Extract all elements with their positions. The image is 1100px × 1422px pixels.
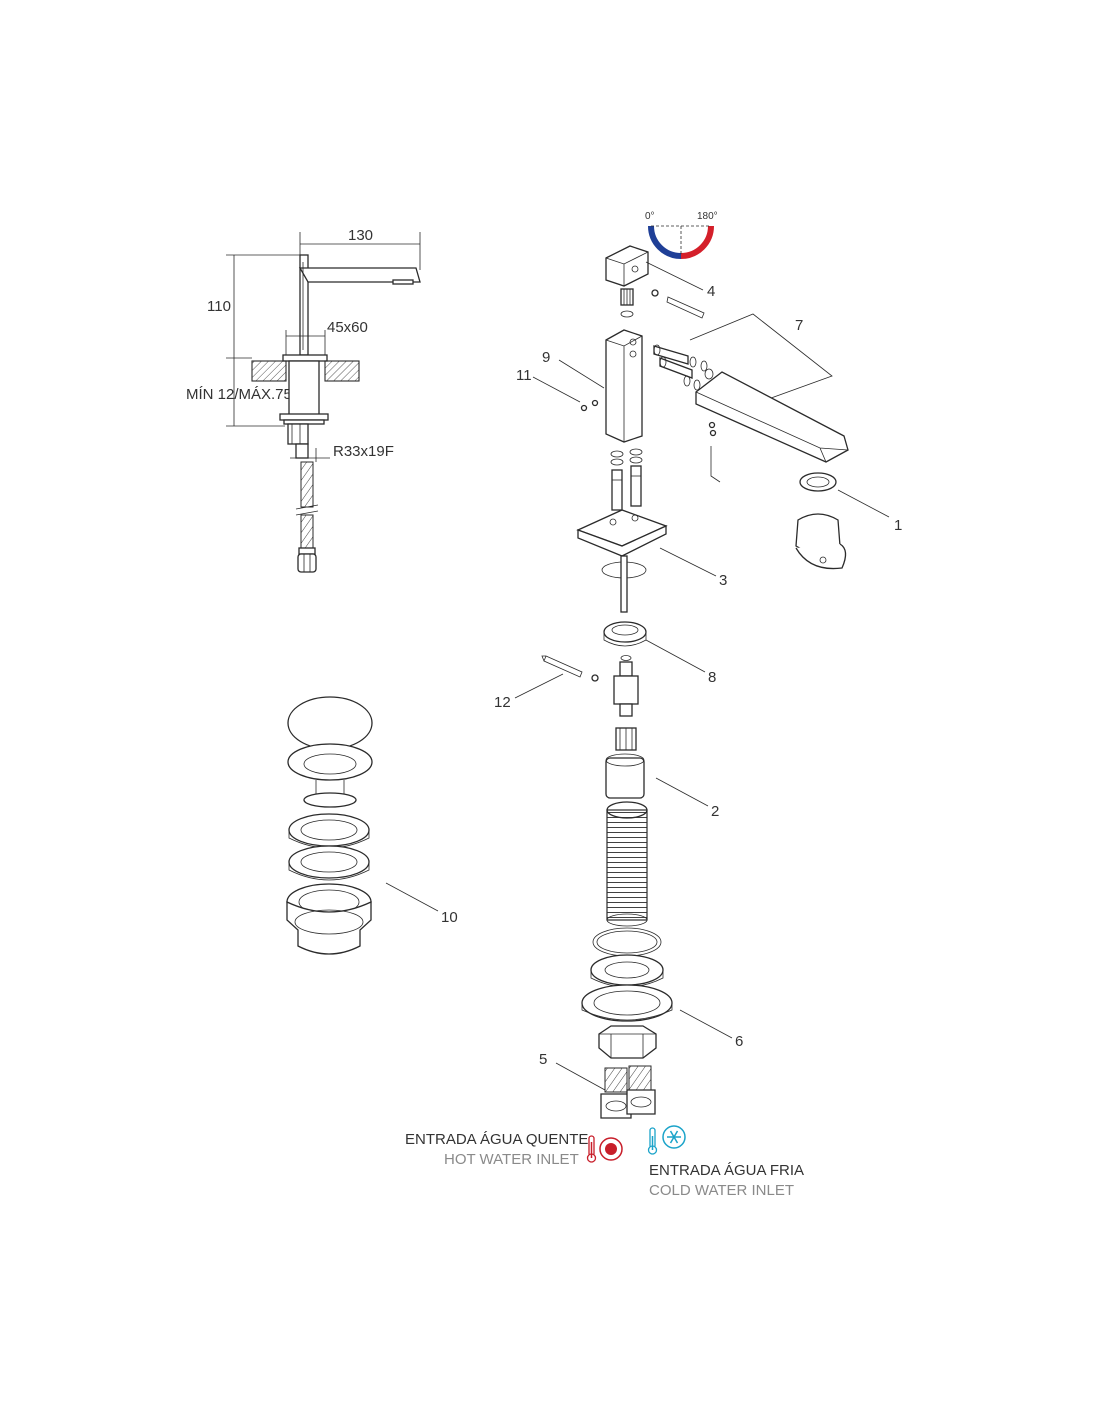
- legend-cold-en: COLD WATER INLET: [649, 1182, 794, 1199]
- part-aerator: [795, 472, 847, 570]
- callout-11: 11: [516, 367, 532, 384]
- legend: ENTRADA ÁGUA QUENTE HOT WATER INLET ENTR…: [405, 1125, 804, 1199]
- cold-arc: [648, 225, 682, 259]
- dim-base-label: 45x60: [327, 319, 368, 336]
- part-inner-cartridges: [610, 448, 643, 511]
- dim-thread-label: R33x19F: [333, 443, 394, 460]
- dim-height-label: 110: [207, 298, 231, 315]
- part-cartridge: [605, 655, 645, 799]
- callout-5: 5: [539, 1051, 547, 1068]
- thermometer-hot-icon: [586, 1135, 597, 1163]
- part-body: [605, 329, 643, 443]
- hot-arc: [680, 225, 714, 259]
- callout-12: 12: [494, 694, 511, 711]
- part-allen-key: [541, 655, 599, 682]
- thermometer-cold-icon: [647, 1127, 658, 1155]
- callout-8: 8: [708, 669, 716, 686]
- callout-4: 4: [707, 283, 715, 300]
- dim-width-label: 130: [348, 227, 373, 244]
- part-set-screws: [580, 399, 599, 412]
- snowflake-icon: [662, 1125, 686, 1149]
- sun-icon: [599, 1137, 623, 1161]
- part-hose-connectors: [600, 1065, 656, 1119]
- part-mounting-set: [581, 927, 673, 1059]
- dim-deck-label: MÍN 12/MÁX.75: [186, 386, 292, 403]
- callout-3: 3: [719, 572, 727, 589]
- callout-9: 9: [542, 349, 550, 366]
- dimension-drawing: 130 110 45x60 MÍN 12/MÁX.75: [186, 227, 421, 573]
- part-spout: [695, 371, 849, 483]
- legend-cold-pt: ENTRADA ÁGUA FRIA: [649, 1162, 804, 1179]
- rotation-end-label: 180°: [697, 211, 718, 222]
- rotation-indicator: 0° 180°: [645, 211, 718, 259]
- part-threaded-shank: [606, 801, 648, 927]
- part-nut: [603, 621, 647, 647]
- rotation-start-label: 0°: [645, 211, 655, 222]
- callout-7: 7: [795, 317, 803, 334]
- callout-6: 6: [735, 1033, 743, 1050]
- callout-1: 1: [894, 517, 902, 534]
- part-connectors: [653, 344, 714, 391]
- callout-10: 10: [441, 909, 458, 926]
- legend-hot-pt: ENTRADA ÁGUA QUENTE: [405, 1131, 588, 1148]
- part-drain: [286, 696, 373, 955]
- legend-hot-en: HOT WATER INLET: [444, 1151, 579, 1168]
- callout-2: 2: [711, 803, 719, 820]
- part-handle: [605, 245, 705, 319]
- part-base-plate: [576, 509, 668, 613]
